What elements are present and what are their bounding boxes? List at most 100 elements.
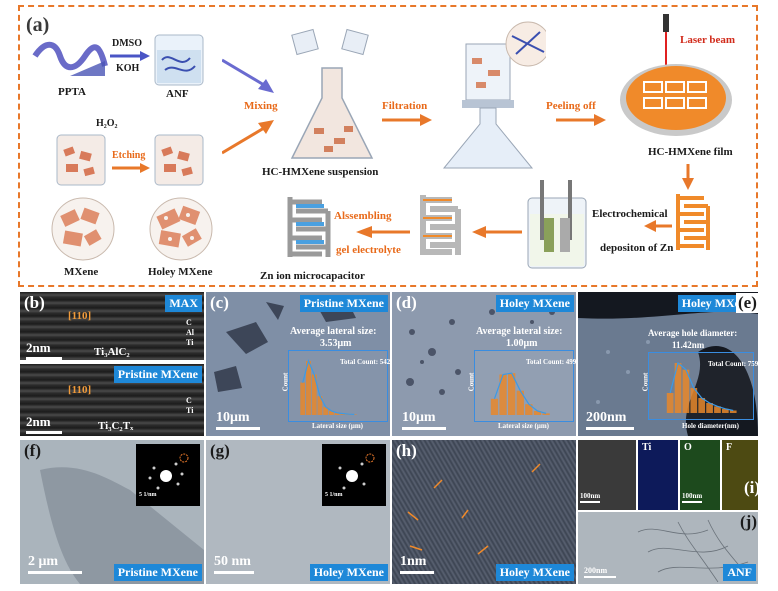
panel-d-hist-bar	[490, 398, 499, 415]
panel-e-label: (e)	[736, 293, 759, 313]
panel-j-image: 200nm ANF	[578, 512, 758, 584]
panel-d-count: Total Count: 499	[526, 358, 576, 366]
panel-i-element-ti: Ti	[642, 442, 652, 453]
panel-b-top-formula: Ti₃AlC₂	[94, 346, 130, 358]
ppta-label: PPTA	[58, 86, 86, 98]
arrow-icon	[472, 226, 522, 238]
panel-d-hist-fit-curve	[493, 372, 547, 414]
panel-c-hist-bar	[334, 412, 340, 415]
panel-c-hist-bar	[300, 382, 306, 415]
interdigital-electrode-icon	[676, 194, 710, 250]
panel-a-frame	[18, 5, 758, 287]
panel-g-inset-scale: 5 1/nm	[325, 492, 343, 498]
diffraction-pattern	[338, 453, 375, 490]
panel-d-chart	[490, 372, 550, 415]
mixing-flask-icon	[290, 28, 374, 159]
panel-d-avg-value: 1.00μm	[506, 338, 538, 349]
panel-d-histogram	[474, 350, 574, 422]
panel-h-image: 1nm Holey MXene	[392, 440, 576, 584]
panel-j-label: (j)	[740, 512, 757, 531]
diffraction-pattern	[148, 453, 189, 490]
panel-d-hist-bar	[516, 390, 524, 415]
filtration-label: Filtration	[382, 100, 428, 112]
panel-e-hist-bar	[729, 410, 737, 413]
panel-g-tag: Holey MXene	[309, 564, 388, 581]
panel-i-map-ti: Ti	[638, 440, 678, 510]
panel-i-element-f: F	[726, 442, 733, 453]
panel-c-xlabel: Lateral size (μm)	[312, 422, 364, 430]
microcapacitor-icon	[287, 197, 331, 257]
koh-label: KOH	[116, 63, 140, 74]
panel-e-hist-bar	[666, 393, 674, 413]
panel-b-bottom-tag: Pristine MXene	[113, 366, 202, 383]
panel-h-scale: 1nm	[400, 554, 434, 574]
panel-c-hist-bar	[323, 406, 329, 415]
panel-f-inset-scale: 5 1/nm	[139, 492, 157, 498]
panel-b-top-atom-1: C	[186, 318, 192, 327]
panel-e-image: Holey MXene Average hole diameter: 11.42…	[578, 292, 758, 436]
panel-j-tag: ANF	[723, 564, 756, 581]
arrow-icon	[356, 226, 410, 238]
mixing-label: Mixing	[244, 100, 278, 112]
mxene-beaker-icon	[56, 134, 106, 186]
holey-mxene-beaker-icon	[154, 134, 204, 186]
panel-d-hist-bar	[542, 413, 550, 415]
deposition-beaker-icon	[527, 180, 587, 269]
panel-e-histogram	[648, 352, 754, 420]
panel-b-bottom-dir: [110]	[68, 384, 92, 396]
panel-c-hist-bar	[340, 413, 346, 415]
panel-c-ylabel: Count	[281, 372, 290, 392]
panel-c-count: Total Count: 542	[340, 358, 390, 366]
panel-e-scale: 200nm	[586, 410, 634, 430]
panel-c-scale: 10μm	[216, 410, 260, 430]
panel-c-avg-label: Average lateral size:	[290, 326, 377, 337]
panel-e-hist-bar	[706, 403, 713, 413]
panel-b-bottom-scale: 2nm	[26, 414, 62, 434]
panel-e-hist-bar	[714, 406, 721, 413]
panel-f-tag: Pristine MXene	[113, 564, 202, 581]
flake-decoration	[406, 309, 555, 395]
zn-electrode-icon	[420, 195, 461, 255]
panel-e-hist-bar	[721, 408, 729, 413]
mxene-flakes-icon	[51, 197, 115, 261]
mxene-label: MXene	[64, 266, 99, 278]
panel-e-ylabel: Count	[641, 372, 650, 392]
electrochem-label: Electrochemical	[592, 208, 668, 220]
panel-c-avg-value: 3.53μm	[320, 338, 352, 349]
flake-decoration	[214, 298, 356, 392]
panel-d-hist-bar	[508, 373, 516, 415]
panel-b-top-dir: [110]	[68, 310, 92, 322]
panel-e-hist-bar	[674, 363, 682, 413]
panel-e-count: Total Count: 759	[708, 360, 758, 368]
arrow-icon	[112, 163, 150, 173]
panel-d-label: (d)	[396, 293, 417, 312]
panel-e-xlabel: Hole diameter(nm)	[682, 422, 739, 430]
panel-i-label: (i)	[744, 478, 761, 497]
panel-f-image: 5 1/nm 2 μm Pristine MXene	[20, 440, 204, 584]
panel-c-hist-bar	[328, 410, 334, 415]
microcapacitor-label: Zn ion microcapacitor	[260, 270, 365, 282]
panel-d-image: Holey MXene Average lateral size: 1.00μm…	[392, 292, 576, 436]
panel-f-scale: 2 μm	[28, 554, 82, 574]
panel-i-map-1: 100nm	[578, 440, 636, 510]
panel-h-tag: Holey MXene	[495, 564, 574, 581]
film-label: HC-HMXene film	[648, 146, 733, 158]
h2o2-label: H₂O₂	[96, 118, 118, 129]
panel-c-chart	[300, 359, 357, 416]
panel-g-image: 5 1/nm 50 nm Holey MXene	[206, 440, 390, 584]
panel-e-hist-bar	[698, 398, 706, 413]
laser-label: Laser beam	[680, 34, 736, 46]
panel-i-scale-1: 100nm	[580, 492, 600, 503]
deposition-label: depositon of Zn	[600, 242, 674, 254]
panel-g-inset: 5 1/nm	[322, 444, 386, 506]
panel-c-hist-bar	[351, 414, 357, 415]
panel-g-scale: 50 nm	[214, 554, 254, 574]
panel-c-tag: Pristine MXene	[299, 295, 388, 312]
panel-d-ylabel: Count	[467, 372, 476, 392]
panel-b-bottom-formula: Ti₃C₂Tₓ	[98, 420, 134, 432]
panel-b-bottom-atom-2: Ti	[186, 406, 194, 415]
panel-b-bottom-atom-1: C	[186, 396, 192, 405]
holey-mxene-flakes-icon	[149, 197, 213, 261]
suspension-label: HC-HMXene suspension	[262, 166, 379, 178]
panel-c-hist-fit-curve	[302, 359, 355, 416]
